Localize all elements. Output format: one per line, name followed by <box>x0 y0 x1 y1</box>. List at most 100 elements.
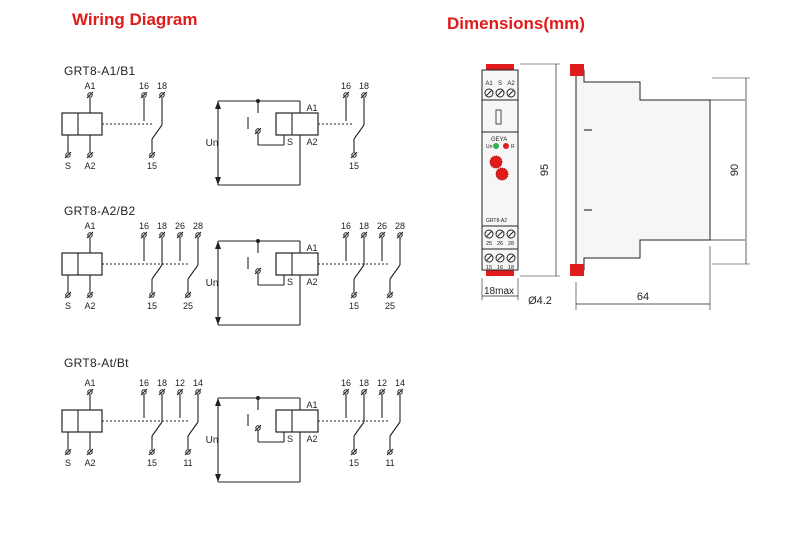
contact-label: 28 <box>193 221 203 231</box>
contact-label: 11 <box>385 458 394 468</box>
device-top-terminal-label: A1 <box>485 81 493 87</box>
contact-label: 18 <box>157 378 167 388</box>
contact-label: 16 <box>139 378 149 388</box>
terminal-slash <box>148 291 156 299</box>
terminal-slash <box>386 291 394 299</box>
terminal-slash <box>86 448 94 456</box>
switch-blade <box>353 264 365 280</box>
contact-label: 16 <box>341 378 351 388</box>
screw-slot <box>497 255 503 261</box>
device-bottom-terminal-label: 15 <box>486 265 492 271</box>
terminal-slash <box>194 231 202 239</box>
supply-label: Un <box>206 138 219 149</box>
terminal-slash <box>396 388 404 396</box>
terminal-label-s: S <box>65 161 71 171</box>
contact-label: 16 <box>341 221 351 231</box>
contact-label: 18 <box>157 81 167 91</box>
contact-label: 15 <box>147 301 157 311</box>
arrow-up <box>215 398 221 406</box>
device-mid-terminal-label: 26 <box>497 241 503 247</box>
contact-label: 12 <box>175 378 185 388</box>
contact-label: 25 <box>183 301 193 311</box>
switch-blade <box>353 421 365 437</box>
device-bottom-terminal-label: 18 <box>508 265 514 271</box>
terminal-label-s: S <box>287 277 293 287</box>
arrow-down <box>215 474 221 482</box>
terminal-label-a1: A1 <box>84 378 95 388</box>
screw-slot <box>497 231 503 237</box>
terminal-slash <box>158 388 166 396</box>
terminal-slash <box>86 388 94 396</box>
contact-label: 25 <box>385 301 395 311</box>
terminal-slash <box>342 91 350 99</box>
contact-label: 28 <box>395 221 405 231</box>
supply-label: Un <box>206 435 219 446</box>
terminal-label-a1: A1 <box>84 81 95 91</box>
terminal-label-a2: A2 <box>306 137 317 147</box>
contact-label: 15 <box>349 458 359 468</box>
terminal-slash <box>64 291 72 299</box>
relay-coil-box <box>275 252 319 276</box>
terminal-slash <box>148 448 156 456</box>
terminal-label-a1: A1 <box>306 400 317 410</box>
device-bottom-terminal-label: 16 <box>497 265 503 271</box>
contact-label: 18 <box>359 221 369 231</box>
contact-label: 16 <box>139 221 149 231</box>
terminal-label-s: S <box>287 434 293 444</box>
contact-label: 15 <box>349 161 359 171</box>
dial-time <box>495 167 509 181</box>
terminal-slash <box>86 151 94 159</box>
terminal-slash <box>176 231 184 239</box>
device-brand: GEYA <box>491 137 507 143</box>
contact-label: 11 <box>183 458 192 468</box>
contact-label: 14 <box>193 378 203 388</box>
screw-slot <box>497 90 503 96</box>
model-label-atbt: GRT8-At/Bt <box>64 356 129 370</box>
terminal-label-s: S <box>65 458 71 468</box>
din-clip-bottom <box>486 266 514 276</box>
slot <box>495 109 502 125</box>
terminal-slash <box>86 91 94 99</box>
wiring-diagram-title: Wiring Diagram <box>72 10 198 29</box>
screw-slot <box>486 231 492 237</box>
terminal-slash <box>140 231 148 239</box>
din-clip-side-bottom <box>570 264 584 276</box>
switch-blade <box>151 421 163 437</box>
contact-label: 16 <box>341 81 351 91</box>
switch-blade <box>151 124 163 140</box>
switch-blade <box>353 124 365 140</box>
supply-label: Un <box>206 278 219 289</box>
terminal-slash <box>184 448 192 456</box>
relay-coil-box <box>61 112 103 136</box>
screw-slot <box>508 90 514 96</box>
switch-blade <box>187 421 199 437</box>
terminal-label-s: S <box>65 301 71 311</box>
switch-blade <box>389 421 401 437</box>
terminal-slash <box>350 151 358 159</box>
model-label-a2b2: GRT8-A2/B2 <box>64 204 136 218</box>
device-side-body <box>575 69 711 271</box>
terminal-slash <box>140 91 148 99</box>
led-label-un: Un <box>486 144 493 150</box>
dimensions-title: Dimensions(mm) <box>447 14 585 33</box>
device-top-terminal-label: A2 <box>507 81 515 87</box>
terminal-label-a1: A1 <box>306 103 317 113</box>
contact-label: 12 <box>377 378 387 388</box>
contact-label: 15 <box>147 458 157 468</box>
din-clip-side-top <box>570 64 584 76</box>
dial-range <box>489 155 503 169</box>
contact-label: 18 <box>359 81 369 91</box>
terminal-slash <box>86 231 94 239</box>
screw-slot <box>486 90 492 96</box>
arrow-down <box>215 177 221 185</box>
terminal-label-a2: A2 <box>84 458 95 468</box>
terminal-slash <box>396 231 404 239</box>
terminal-slash <box>184 291 192 299</box>
device-mid-terminal-label: 25 <box>486 241 492 247</box>
terminal-slash <box>64 151 72 159</box>
